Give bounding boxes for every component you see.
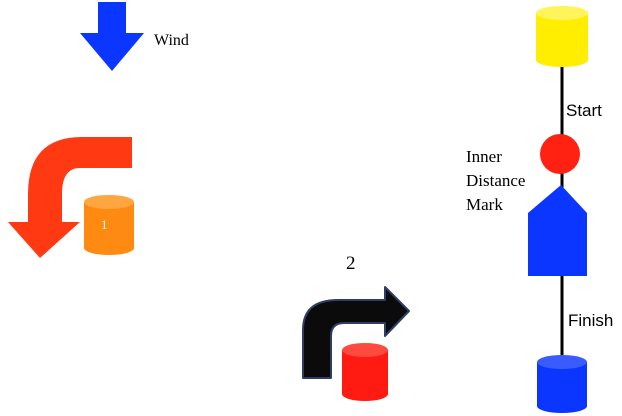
wind-label: Wind xyxy=(154,32,189,49)
pentagon-mark-icon xyxy=(528,185,587,276)
finish-label: Finish xyxy=(568,311,614,330)
top-buoy-icon xyxy=(536,6,588,67)
wind-arrow-icon xyxy=(80,2,144,71)
inner-distance-mark-label: Inner Distance Mark xyxy=(466,145,525,217)
step-1-label: 1 xyxy=(101,217,108,232)
curve-arrow-icon xyxy=(302,286,410,379)
mark-1-cylinder-icon xyxy=(84,195,134,255)
inner-distance-mark-icon xyxy=(540,134,580,174)
turn-arrow-icon xyxy=(8,137,132,258)
mark-label-line-2: Distance xyxy=(466,171,526,190)
start-label: Start xyxy=(566,101,602,120)
mark-label-line-3: Mark xyxy=(466,195,503,214)
finish-buoy-icon xyxy=(537,355,587,413)
mark-label-line-1: Inner xyxy=(466,147,502,166)
step-2-label: 2 xyxy=(346,253,356,274)
mark-2-cylinder-icon xyxy=(342,343,388,401)
